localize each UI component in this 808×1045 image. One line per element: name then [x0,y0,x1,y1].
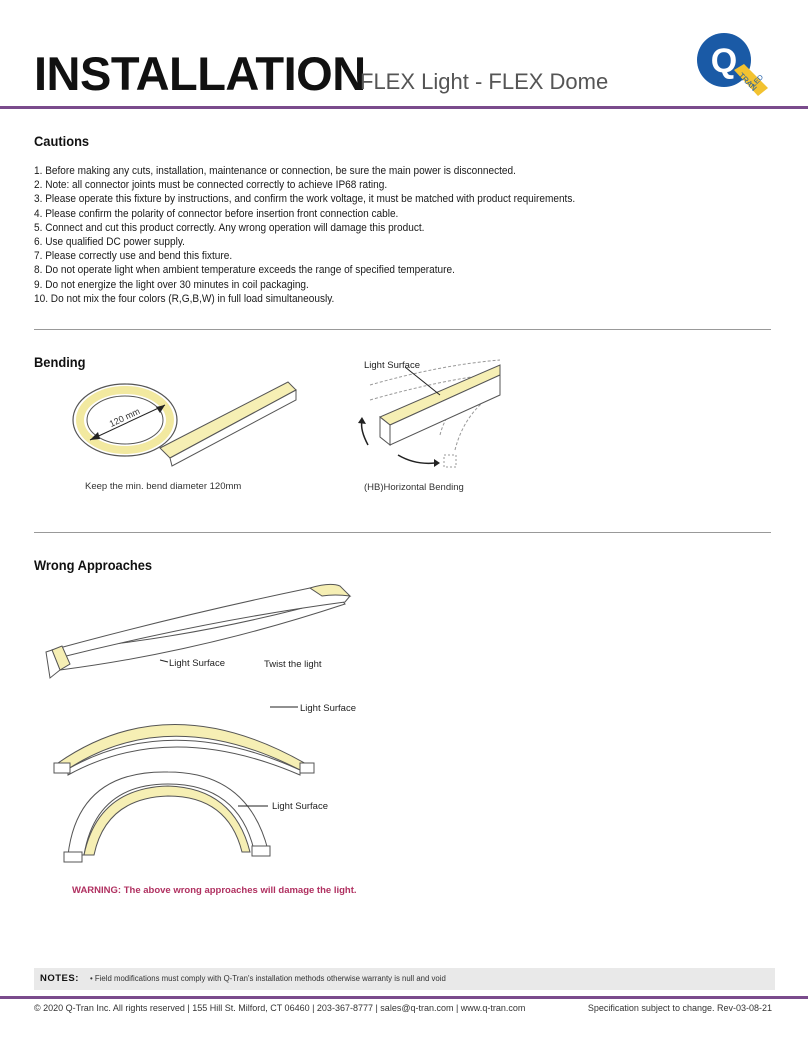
page-title: INSTALLATION [34,47,366,100]
list-item: 4. Please confirm the polarity of connec… [34,207,399,220]
list-item: 3. Please operate this fixture by instru… [34,193,576,206]
list-item: 6. Use qualified DC power supply. [34,235,185,248]
header-divider [0,106,808,109]
footer-divider [0,996,808,999]
list-item: 2. Note: all connector joints must be co… [34,179,388,192]
arch-light-surface-label: Light Surface [272,801,328,812]
section-divider [34,329,771,330]
light-surface-label: Light Surface [364,360,420,371]
footer-revision: Specification subject to change. Rev-03-… [587,1003,772,1013]
notes-label: NOTES: [40,973,79,984]
diameter-label: 120 mm [108,406,142,429]
section-divider [34,532,771,533]
list-item: 8. Do not operate light when ambient tem… [34,264,455,277]
cautions-title: Cautions [34,133,90,149]
arc-strip-illustration [53,706,315,776]
page-subtitle: FLEX Light - FLEX Dome [360,69,609,94]
list-item: 10. Do not mix the four colors (R,G,B,W)… [34,292,335,305]
bending-title: Bending [34,354,86,370]
bend-diameter-illustration: 120 mm [72,381,297,467]
logo-tail [734,64,768,96]
cautions-list: 1. Before making any cuts, installation,… [34,164,700,306]
list-item: 5. Connect and cut this product correctl… [34,221,425,234]
notes-bar: NOTES: • Field modifications must comply… [34,968,775,990]
horizontal-bending-illustration [358,359,501,468]
arc-light-surface-label: Light Surface [300,703,356,714]
bend-caption: Keep the min. bend diameter 120mm [85,481,242,492]
twisted-strip-illustration [45,583,352,679]
horizontal-bending-caption: (HB)Horizontal Bending [364,482,464,493]
warning-text: WARNING: The above wrong approaches will… [72,885,357,896]
twist-label: Twist the light [264,659,322,670]
list-item: 7. Please correctly use and bend this fi… [34,250,233,263]
q-tran-logo: Q TRAN LED [697,33,768,96]
notes-text: • Field modifications must comply with Q… [90,974,446,983]
footer-contact: © 2020 Q-Tran Inc. All rights reserved |… [34,1003,526,1013]
list-item: 1. Before making any cuts, installation,… [34,165,516,177]
list-item: 9. Do not energize the light over 30 min… [34,278,309,291]
arch-strip-illustration [63,771,271,863]
wrong-approaches-title: Wrong Approaches [34,557,153,573]
logo-letter: Q [711,42,737,80]
twist-light-surface-label: Light Surface [169,658,225,669]
